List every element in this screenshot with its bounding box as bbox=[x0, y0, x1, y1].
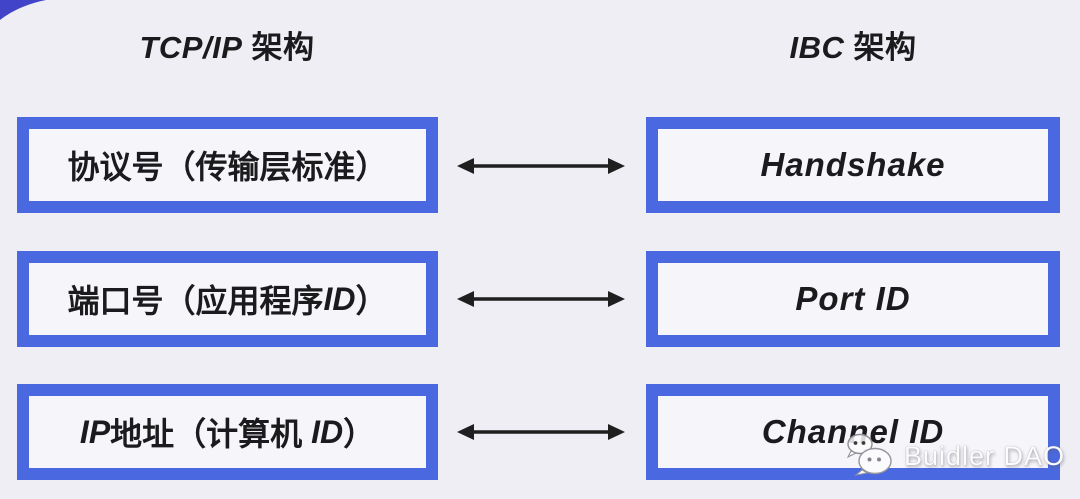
double-headed-arrow bbox=[457, 291, 625, 307]
box-label: Channel ID bbox=[761, 413, 945, 450]
box-label: 协议号（传输层标准） bbox=[67, 149, 388, 185]
box-port-id: Port ID bbox=[646, 251, 1060, 347]
box-channel-id: Channel ID bbox=[646, 384, 1060, 480]
box-handshake: Handshake bbox=[646, 117, 1060, 213]
box-protocol-number: 协议号（传输层标准） bbox=[17, 117, 438, 213]
double-headed-arrow bbox=[457, 158, 625, 174]
box-label: Handshake bbox=[760, 146, 946, 183]
box-label: 地址（计算机 bbox=[110, 416, 312, 452]
header-latin-text: TCP/IP bbox=[139, 30, 243, 65]
box-label: Port ID bbox=[795, 280, 911, 317]
header-latin-text: IBC bbox=[789, 30, 845, 65]
box-label-italic: IP bbox=[79, 413, 111, 450]
wechat-icon bbox=[846, 433, 892, 476]
column-header-ibc: IBC 架构 bbox=[646, 22, 1060, 67]
double-headed-arrow bbox=[457, 424, 625, 440]
header-cjk-text: 架构 bbox=[844, 30, 917, 65]
column-header-tcpip: TCP/IP 架构 bbox=[17, 22, 437, 67]
watermark: Buidler DAO bbox=[845, 433, 1065, 479]
header-cjk-text: 架构 bbox=[242, 30, 315, 65]
box-label: ） bbox=[343, 416, 376, 452]
box-label-italic: ID bbox=[323, 280, 356, 317]
box-label-italic: ID bbox=[311, 413, 344, 450]
watermark-label: Buidler DAO bbox=[904, 440, 1066, 471]
box-label: ） bbox=[355, 283, 388, 319]
corner-accent-shape bbox=[0, 0, 46, 20]
box-label: 端口号（应用程序 bbox=[67, 283, 324, 319]
